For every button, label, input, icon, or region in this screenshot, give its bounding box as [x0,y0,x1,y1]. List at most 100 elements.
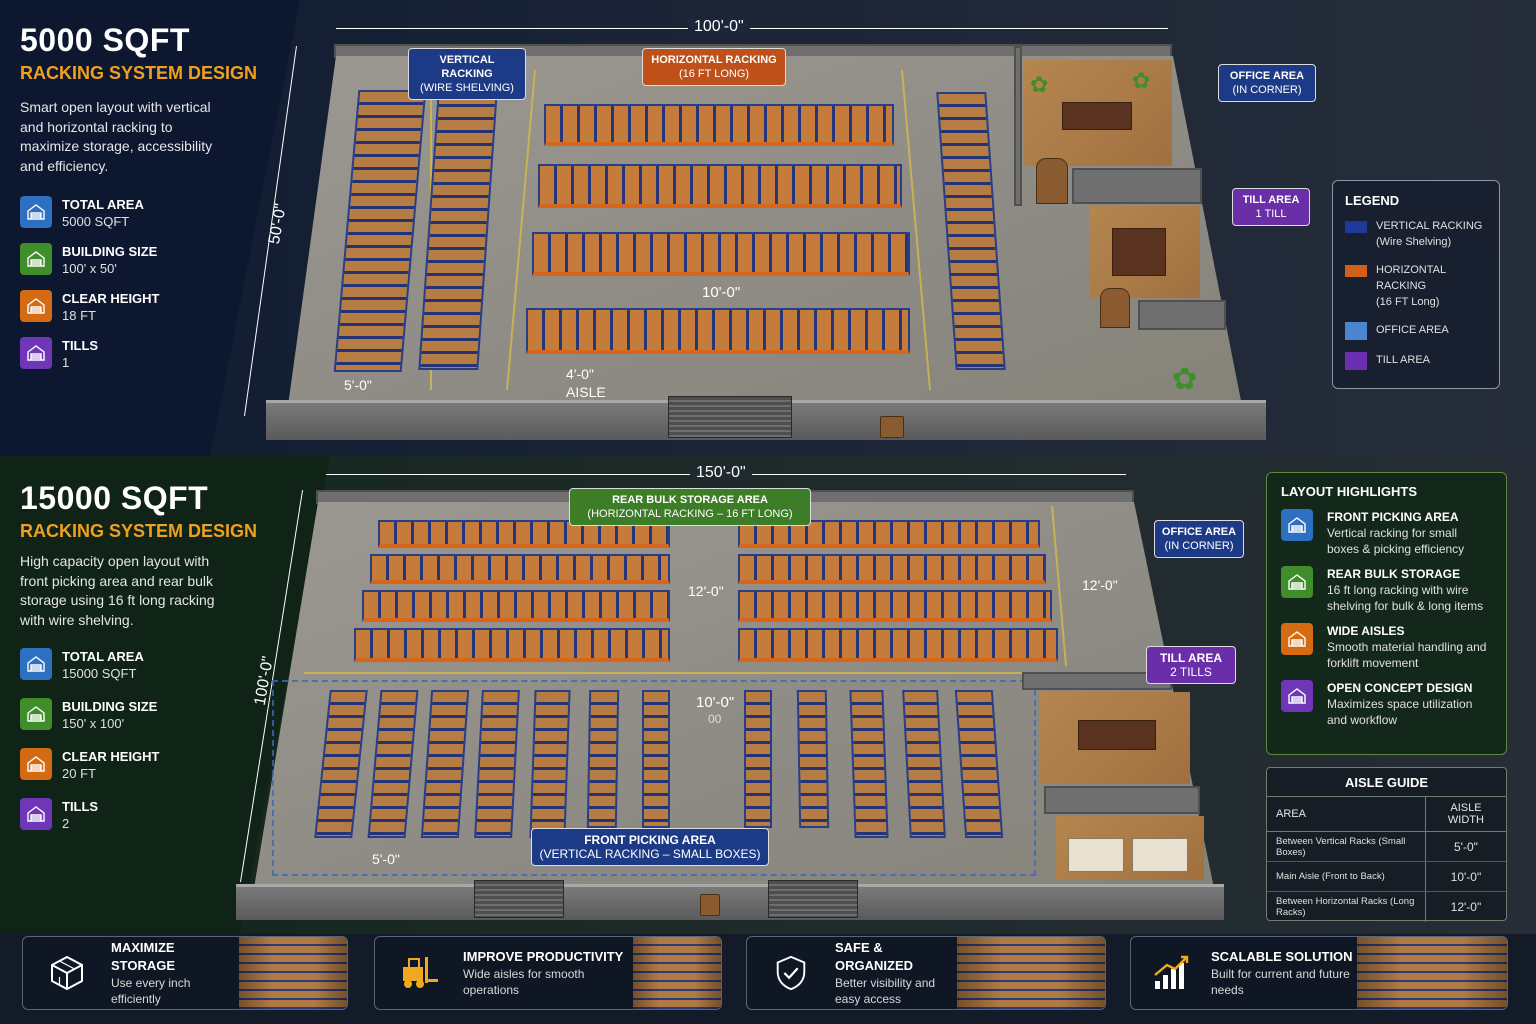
top-main-aisle-dimension: 10'-0" [702,284,741,301]
warehouse-icon [20,337,52,369]
tag-top-office-area: OFFICE AREA(IN CORNER) [1218,64,1316,102]
vertical-rack [642,690,670,828]
top-description: Smart open layout with vertical and hori… [20,99,213,174]
warehouse-icon [20,290,52,322]
forklift-icon [393,947,445,999]
bottom-subtitle: RACKING SYSTEM DESIGN [20,521,258,541]
legend-item-office-area: OFFICE AREA [1345,322,1487,340]
cube-icon [41,947,93,999]
office-desk [1062,102,1132,130]
warehouse-icon [20,196,52,228]
legend-item-horizontal-racking: HORIZONTAL RACKING(16 FT Long) [1345,262,1487,310]
horizontal-rack [354,628,670,662]
warehouse-icon [1281,623,1313,655]
till-door [1100,288,1130,328]
top-storage-room-wall [1138,300,1226,330]
aisle-guide-table: AREA AISLE WIDTH Between Vertical Racks … [1267,797,1506,922]
top-small-aisle-label: AISLE [566,384,606,400]
warehouse-photo [957,937,1105,1009]
legend-swatch [1345,322,1367,340]
plant-icon: ✿ [1030,72,1049,97]
bottom-right-aisle-dimension: 12'-0" [1082,577,1118,593]
horizontal-rack [370,554,670,584]
horizontal-rack [544,104,894,146]
front-picking-zone-outline [272,680,1036,876]
top-side-aisle-dimension: 5'-0" [344,377,372,393]
table-row: Between Horizontal Racks (Long Racks) 12… [1267,891,1506,922]
plant-icon: ✿ [1172,363,1198,396]
plant-icon: ✿ [1132,68,1151,93]
warehouse-icon [20,798,52,830]
top-subtitle: RACKING SYSTEM DESIGN [20,63,258,83]
bottom-till-wall [1044,786,1200,814]
horizontal-rack [532,232,910,276]
vertical-rack [474,690,520,838]
vertical-rack [529,690,571,838]
warehouse-photo [239,937,347,1009]
till-counter [1112,228,1166,276]
table-row: Main Aisle (Front to Back) 10'-0" [1267,861,1506,892]
bottom-loading-dock-door [474,880,564,918]
legend-title: LEGEND [1345,193,1400,208]
growth-chart-icon [1145,947,1197,999]
warehouse-icon [20,748,52,780]
aisle-guide-col-area: AREA [1267,797,1426,832]
bottom-front-door [700,894,720,916]
top-loading-dock-door [668,396,792,438]
horizontal-rack [738,628,1058,662]
table-row: Between Vertical Racks (Small Boxes) 5'-… [1267,831,1506,862]
tag-front-picking-area: FRONT PICKING AREA(VERTICAL RACKING – SM… [531,828,769,866]
bottom-front-wall [236,884,1224,920]
bottom-side-aisle-dimension: 5'-0" [372,851,400,867]
office-desk [1078,720,1156,750]
tag-horizontal-racking: HORIZONTAL RACKING(16 FT LONG) [642,48,786,86]
tag-vertical-racking: VERTICAL RACKING(WIRE SHELVING) [408,48,526,100]
highlights-title: LAYOUT HIGHLIGHTS [1281,484,1418,499]
warehouse-icon [20,698,52,730]
warehouse-photo [1357,937,1507,1009]
top-info-panel: 5000 SQFT RACKING SYSTEM DESIGN Smart op… [20,22,260,371]
bottom-main-aisle-dimension: 10'-0" [696,694,735,711]
bottom-title: 15000 SQFT [20,480,209,516]
legend-swatch [1345,221,1367,233]
vertical-rack [902,690,946,838]
top-small-aisle-dimension: 4'-0" [566,366,594,382]
warehouse-icon [20,243,52,275]
horizontal-rack [526,308,910,354]
bottom-main-aisle-subscript: 00 [708,712,722,726]
top-office-wall [1014,46,1022,206]
warehouse-icon [20,648,52,680]
bottom-info-panel: 15000 SQFT RACKING SYSTEM DESIGN High ca… [20,480,260,832]
office-door [1036,158,1068,204]
bottom-zone-divider-line [304,672,1034,674]
warehouse-photo [633,937,721,1009]
top-width-dimension-line [336,28,1168,29]
top-front-door [880,416,904,438]
bottom-loading-dock-door [768,880,858,918]
bottom-description: High capacity open layout with front pic… [20,553,215,628]
horizontal-rack [362,590,670,622]
warehouse-icon [1281,680,1313,712]
horizontal-rack [738,520,1040,548]
till-counter [1068,838,1124,872]
legend-item-vertical-racking: VERTICAL RACKING(Wire Shelving) [1345,218,1487,250]
aisle-guide-panel: AISLE GUIDE AREA AISLE WIDTH Between Ver… [1266,767,1507,922]
tag-bottom-office-area: OFFICE AREA(IN CORNER) [1154,520,1244,558]
legend-swatch [1345,265,1367,277]
